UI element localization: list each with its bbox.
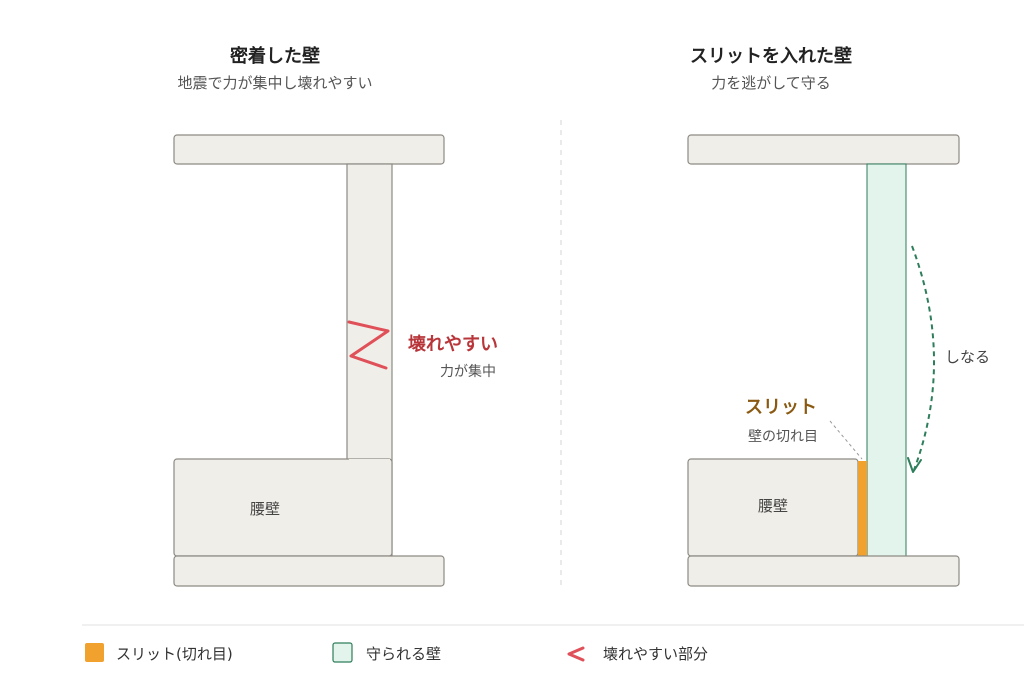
left-top-beam [173,134,445,165]
legend-slit-label: スリット(切れ目) [116,645,233,663]
bend-arrowhead-icon [907,457,922,473]
right-top-beam [687,134,960,165]
damage-label: 壊れやすい [408,334,498,355]
left-title: 密着した壁 [230,45,320,67]
legend-damage-icon [567,646,585,662]
bend-label: しなる [945,348,990,366]
left-bottom-beam [173,555,445,587]
bend-arrow-icon [911,245,935,471]
right-waist-wall-label: 腰壁 [758,497,788,515]
damage-sublabel: 力が集中 [440,363,496,380]
slit-leader-line [829,420,863,460]
legend-slit-swatch [85,643,104,662]
crack-zigzag-icon [347,320,390,370]
right-title: スリットを入れた壁 [690,45,852,67]
slit-gap [858,461,867,556]
right-subtitle: 力を逃がして守る [711,74,831,92]
right-bottom-beam [687,555,960,587]
legend-protected-label: 守られる壁 [366,645,441,663]
legend-damage-label: 壊れやすい部分 [603,645,708,663]
left-subtitle: 地震で力が集中し壊れやすい [177,74,372,92]
legend-protected-swatch [332,642,353,663]
slit-sublabel: 壁の切れ目 [748,429,818,445]
left-waist-wall-label: 腰壁 [250,500,280,518]
left-structure [173,134,445,587]
right-structure [687,134,960,587]
left-waist-wall [173,458,393,557]
slit-label: スリット [745,397,817,418]
protected-wall [866,163,907,557]
